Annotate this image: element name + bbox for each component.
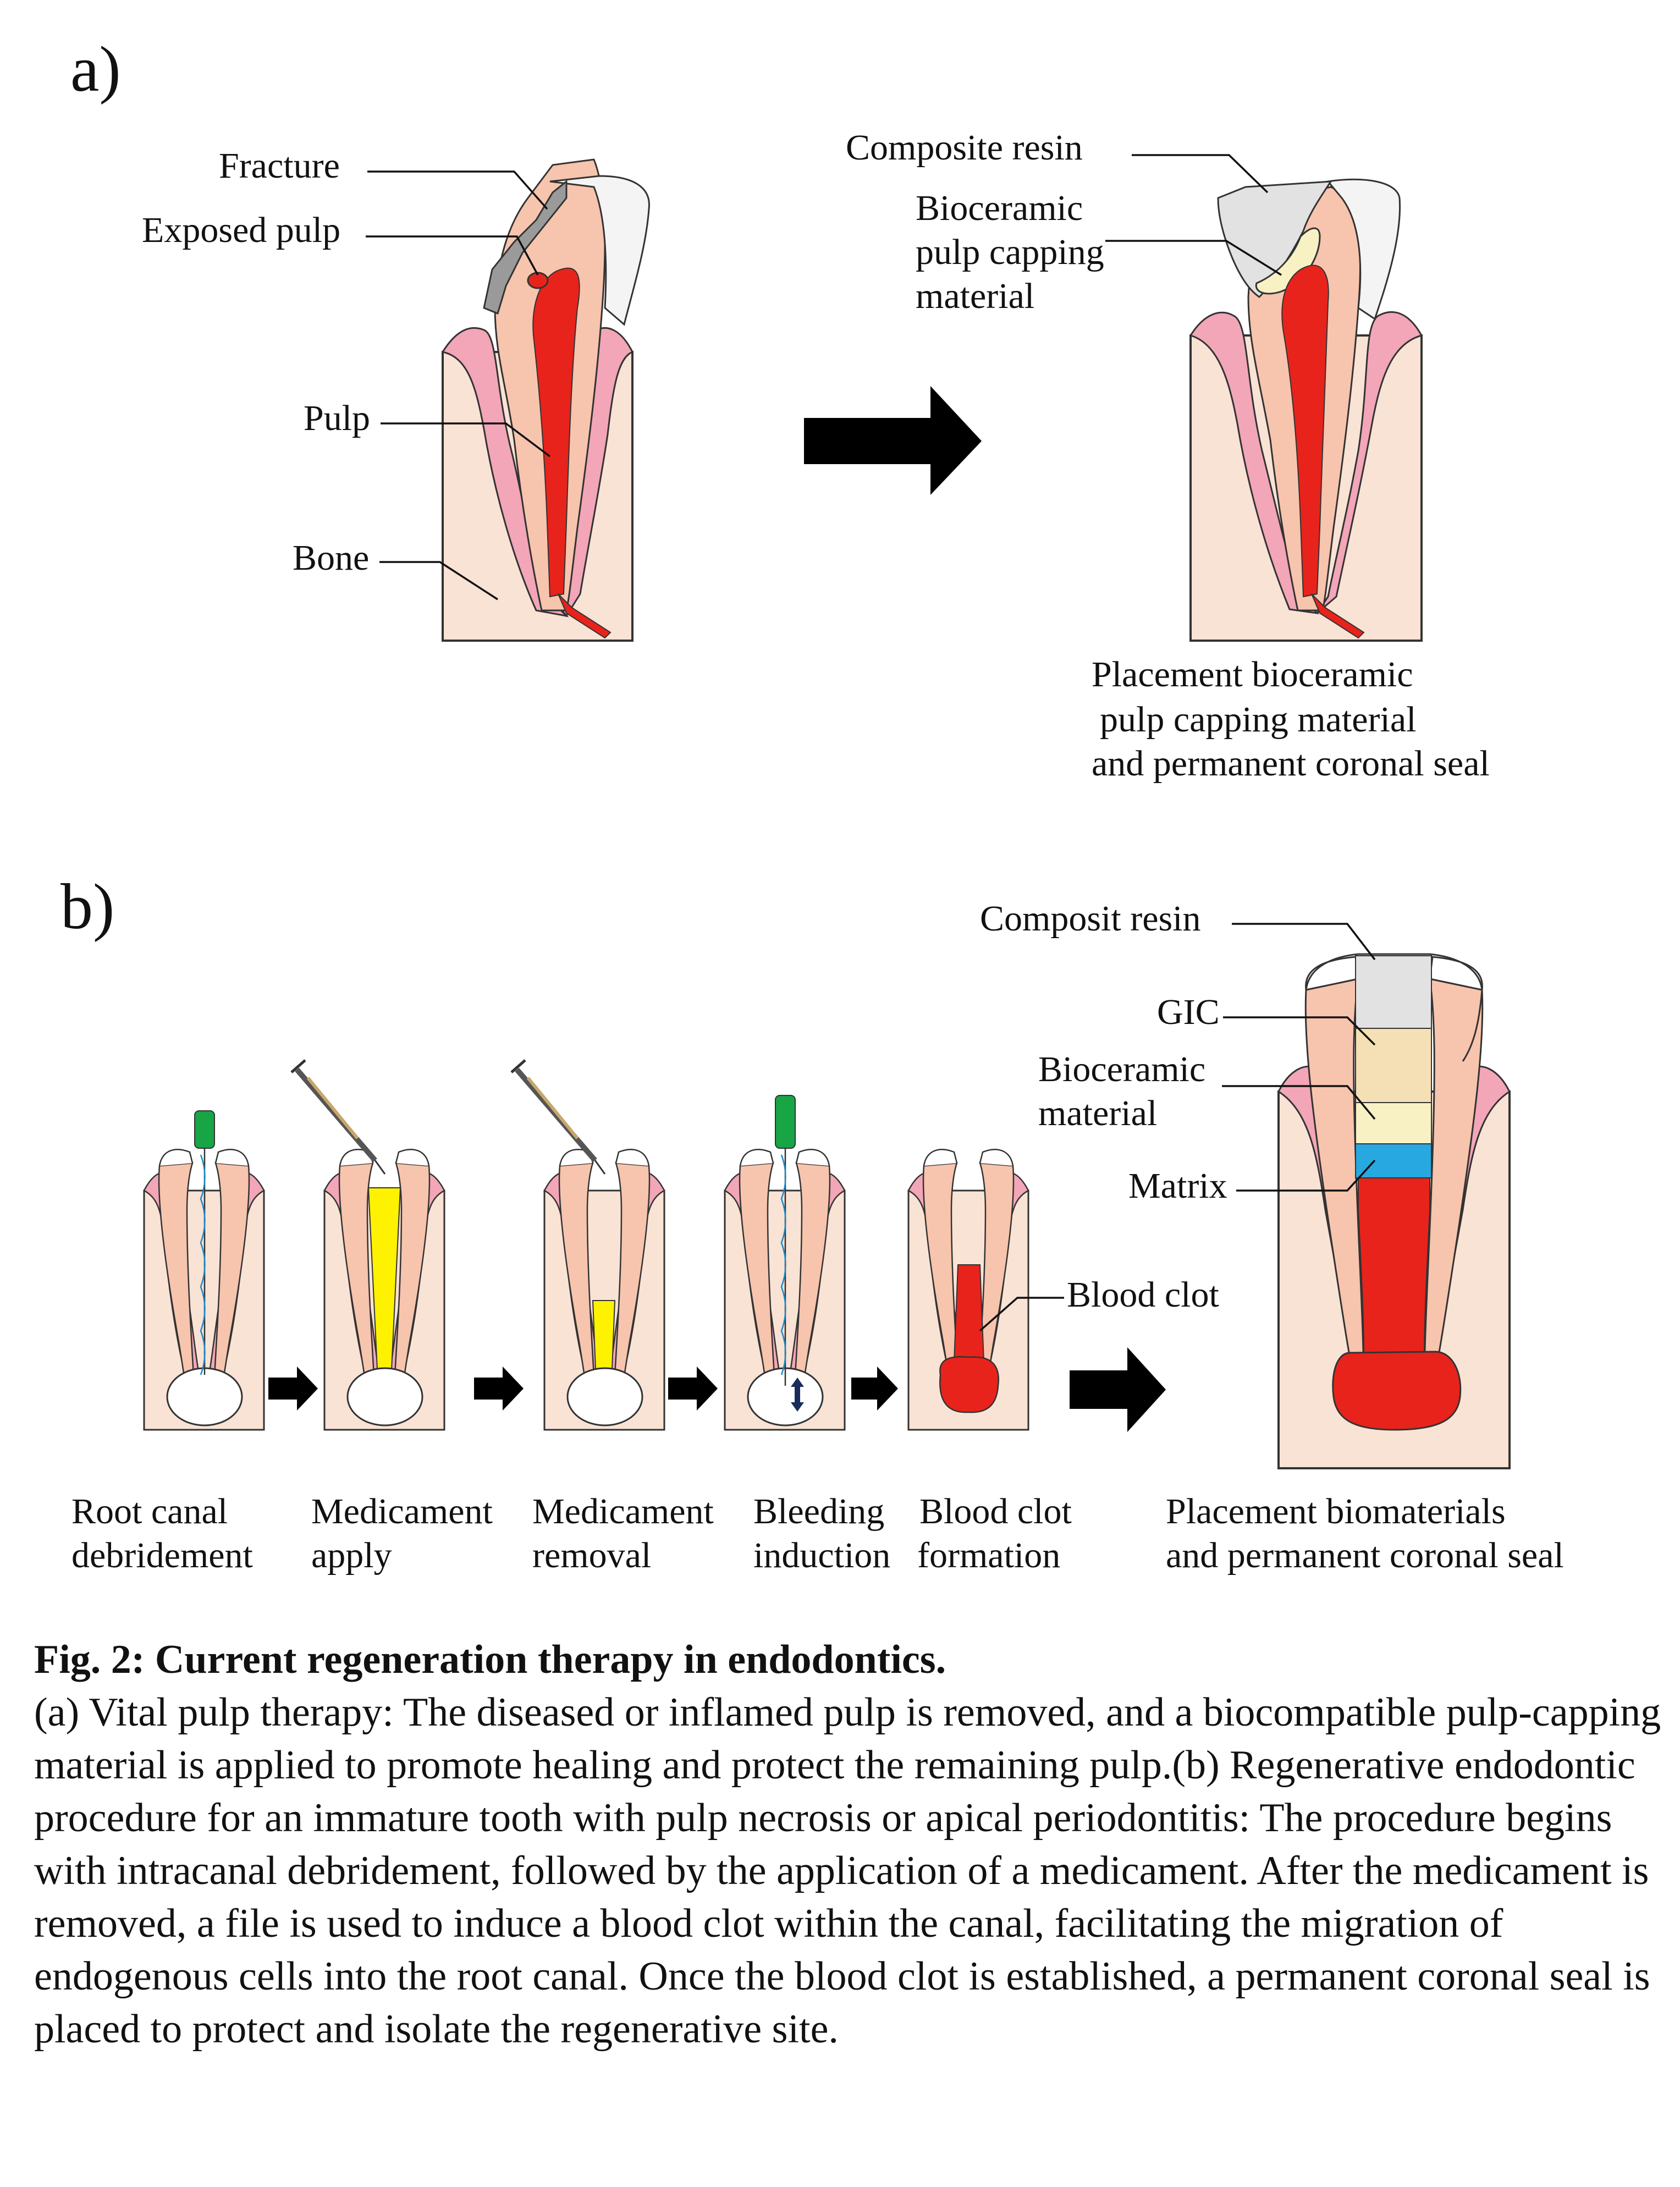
arrow-step3-4 [668, 1367, 718, 1411]
step2-caption-line1: Medicament [311, 1491, 493, 1532]
step1-caption-line2: debridement [71, 1535, 253, 1575]
leader-pulp [381, 422, 551, 458]
step5-caption-line2: formation [917, 1535, 1060, 1575]
label-bioceramic-b-line1: Bioceramic [1038, 1049, 1205, 1089]
step3-caption-line2: removal [532, 1535, 651, 1575]
panel-a-letter: a) [70, 33, 121, 105]
arrow-step1-2 [268, 1367, 318, 1411]
result-caption-a-line3: and permanent coronal seal [1092, 743, 1490, 784]
final-caption-b-line1: Placement biomaterials [1166, 1491, 1506, 1532]
leader-composit-resin [1232, 923, 1376, 961]
pulp-apex-vessel [1311, 593, 1365, 639]
step-captions: Root canal debridement Medicament apply … [71, 1491, 1564, 1575]
arrow-panel-a [804, 386, 982, 495]
matrix-layer [1355, 1143, 1432, 1178]
final-caption-b-line2: and permanent coronal seal [1166, 1535, 1564, 1575]
composite-resin [1217, 180, 1332, 298]
label-matrix: Matrix [1128, 1166, 1227, 1206]
panel-b-letter: b) [60, 871, 114, 943]
bioceramic-capping [1255, 227, 1321, 295]
final-regenerated-tooth-illustration [1277, 953, 1511, 1469]
step3-tooth-illustration [510, 1059, 665, 1431]
step5-tooth-illustration [907, 1149, 1029, 1431]
figure-2-diagram: a) Fracture Exposed pulp Pulp Bone Compo… [60, 33, 1564, 1575]
up-down-arrow-icon [791, 1378, 804, 1412]
step4-tooth-illustration [724, 1095, 846, 1431]
label-fracture: Fracture [219, 146, 340, 186]
leader-fracture [367, 170, 548, 210]
label-composit-resin: Composit resin [980, 899, 1201, 939]
leader-composite-resin [1132, 154, 1269, 194]
arrow-panel-b [1070, 1347, 1166, 1432]
pulp [1281, 265, 1329, 598]
exposed-pulp [527, 272, 549, 289]
label-exposed-pulp: Exposed pulp [142, 210, 340, 250]
syringe [295, 1067, 377, 1163]
bioceramic-layer [1355, 1102, 1432, 1144]
capped-tooth-illustration [1189, 178, 1423, 642]
enamel [1326, 178, 1401, 321]
caption-title: Fig. 2: Current regeneration therapy in … [34, 1637, 946, 1682]
label-bone: Bone [293, 538, 369, 578]
step4-caption-line2: induction [753, 1535, 890, 1575]
step1-caption-line1: Root canal [71, 1491, 228, 1532]
label-gic: GIC [1157, 992, 1220, 1032]
label-bioceramic-line1: Bioceramic [916, 188, 1083, 228]
pulp [532, 267, 580, 598]
label-bioceramic-b-line2: material [1038, 1093, 1157, 1133]
caption-body: (a) Vital pulp therapy: The diseased or … [34, 1690, 1661, 2052]
label-bioceramic-line3: material [916, 276, 1034, 316]
leader-gic [1223, 1016, 1376, 1046]
label-composite-resin: Composite resin [846, 128, 1083, 168]
label-bioceramic-line2: pulp capping [916, 232, 1104, 272]
leader-bone [379, 561, 498, 601]
blood-clot [1358, 1177, 1430, 1353]
label-blood-clot: Blood clot [1067, 1275, 1219, 1315]
step5-caption-line1: Blood clot [919, 1491, 1072, 1532]
leader-bioceramic [1105, 240, 1282, 276]
leader-matrix [1236, 1159, 1376, 1192]
syringe [515, 1067, 597, 1163]
result-caption-a-line1: Placement bioceramic [1092, 654, 1413, 695]
step2-caption-line2: apply [311, 1535, 392, 1575]
arrow-step4-5 [851, 1367, 898, 1411]
step3-caption-line1: Medicament [532, 1491, 714, 1532]
gic-layer [1355, 1028, 1432, 1103]
result-caption-a-line2: pulp capping material [1100, 699, 1416, 740]
figure-caption: Fig. 2: Current regeneration therapy in … [34, 1633, 1662, 2056]
leader-blood-clot [979, 1297, 1064, 1332]
label-pulp: Pulp [304, 398, 370, 438]
step1-tooth-illustration [143, 1110, 265, 1431]
composite-layer [1355, 955, 1432, 1029]
enamel [549, 175, 650, 326]
leader-exposed-pulp [366, 235, 539, 276]
leader-bioceramic-b [1222, 1085, 1376, 1120]
fractured-tooth-illustration [441, 158, 650, 642]
pulp-apex-vessel [558, 593, 612, 639]
step4-caption-line1: Bleeding [753, 1491, 884, 1532]
fracture-line [483, 179, 568, 315]
arrow-step2-3 [474, 1367, 524, 1411]
step2-tooth-illustration [290, 1059, 445, 1431]
